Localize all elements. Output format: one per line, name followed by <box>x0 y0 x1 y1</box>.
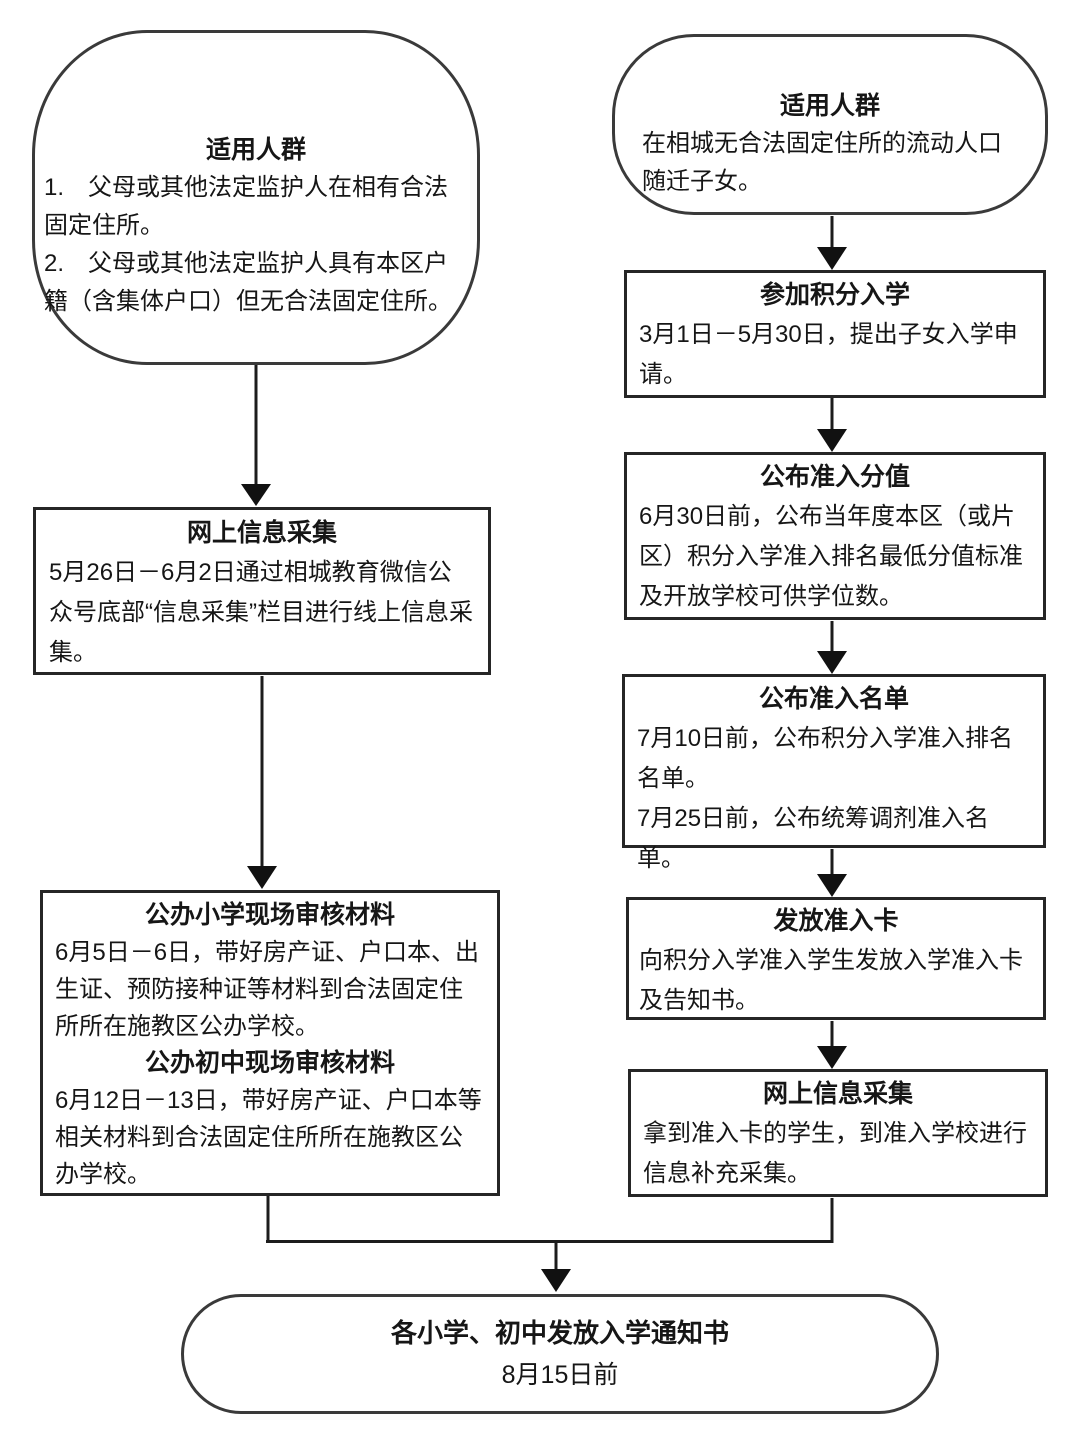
arrowhead-down-icon <box>241 484 271 506</box>
node-online-info-collection-right: 网上信息采集 拿到准入卡的学生，到准入学校进行信息补充采集。 <box>628 1069 1048 1197</box>
node-body: 7月25日前，公布统筹调剂准入名单。 <box>637 805 990 872</box>
arrowhead-down-icon <box>247 866 277 889</box>
node-title: 发放准入卡 <box>773 907 899 935</box>
node-title: 参加积分入学 <box>759 281 910 309</box>
node-onsite-review: 公办小学现场审核材料 6月5日－6日，带好房产证、户口本、出生证、预防接种证等材… <box>40 890 500 1196</box>
node-publish-admission-list: 公布准入名单 7月10日前，公布积分入学准入排名名单。 7月25日前，公布统筹调… <box>622 674 1046 872</box>
node-title: 公办初中现场审核材料 <box>144 1049 395 1077</box>
node-body-item: 2. 父母或其他法定监护人具有本区户籍（含集体户口）但无合法固定住所。 <box>44 250 452 315</box>
node-body: 6月5日－6日，带好房产证、户口本、出生证、预防接种证等材料到合法固定住所所在施… <box>55 939 480 1040</box>
node-publish-admission-score: 公布准入分值 6月30日前，公布当年度本区（或片区）积分入学准入排名最低分值标准… <box>624 452 1046 620</box>
node-title: 适用人群 <box>779 92 880 120</box>
node-title: 适用人群 <box>205 136 306 164</box>
node-title: 公布准入分值 <box>759 463 910 491</box>
node-body: 3月1日－5月30日，提出子女入学申请。 <box>639 321 1018 388</box>
node-body: 拿到准入卡的学生，到准入学校进行信息补充采集。 <box>643 1120 1027 1187</box>
node-join-points-enrollment: 参加积分入学 3月1日－5月30日，提出子女入学申请。 <box>624 270 1046 398</box>
node-title: 公布准入名单 <box>758 685 909 713</box>
node-title: 网上信息采集 <box>186 519 337 547</box>
node-title: 公办小学现场审核材料 <box>144 901 395 929</box>
node-body: 6月30日前，公布当年度本区（或片区）积分入学准入排名最低分值标准及开放学校可供… <box>639 503 1023 610</box>
node-applicable-group-left: 适用人群 1. 父母或其他法定监护人在相有合法固定住所。 2. 父母或其他法定监… <box>32 30 480 365</box>
node-body-item: 1. 父母或其他法定监护人在相有合法固定住所。 <box>44 174 449 239</box>
node-body: 7月10日前，公布积分入学准入排名名单。 <box>637 725 1014 792</box>
node-issue-admission-card: 发放准入卡 向积分入学准入学生发放入学准入卡及告知书。 <box>626 897 1046 1020</box>
arrowhead-down-icon <box>817 1046 847 1069</box>
node-date: 8月15日前 <box>501 1361 619 1389</box>
arrowhead-down-icon <box>817 247 847 270</box>
arrowhead-down-icon <box>817 651 847 674</box>
node-title: 网上信息采集 <box>762 1080 913 1108</box>
node-body: 6月12日－13日，带好房产证、户口本等相关材料到合法固定住所所在施教区公办学校… <box>55 1087 482 1188</box>
node-title: 各小学、初中发放入学通知书 <box>390 1318 729 1348</box>
arrowhead-down-icon <box>817 429 847 452</box>
node-body: 向积分入学准入学生发放入学准入卡及告知书。 <box>639 947 1023 1014</box>
arrowhead-down-icon <box>817 874 847 897</box>
node-issue-notice: 各小学、初中发放入学通知书 8月15日前 <box>181 1294 939 1414</box>
node-body: 5月26日－6月2日通过相城教育微信公众号底部“信息采集”栏目进行线上信息采集。 <box>49 559 473 666</box>
node-body: 在相城无合法固定住所的流动人口随迁子女。 <box>642 130 1002 195</box>
node-applicable-group-right: 适用人群 在相城无合法固定住所的流动人口随迁子女。 <box>612 34 1048 215</box>
arrowhead-down-icon <box>541 1269 571 1292</box>
node-online-info-collection-left: 网上信息采集 5月26日－6月2日通过相城教育微信公众号底部“信息采集”栏目进行… <box>33 507 491 675</box>
